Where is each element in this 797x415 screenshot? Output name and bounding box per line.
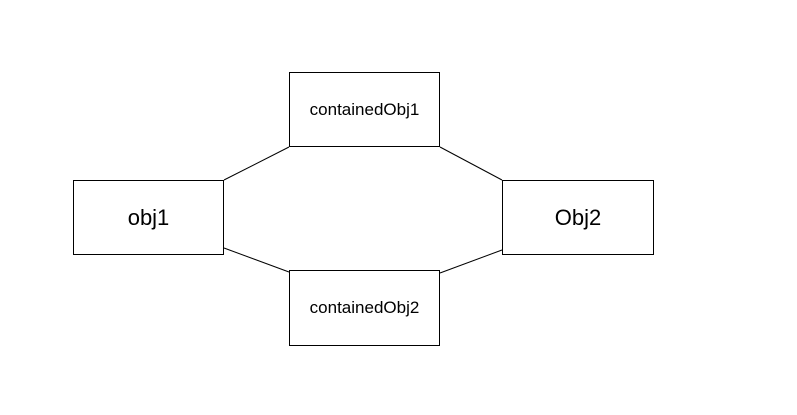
node-label: Obj2 [554, 204, 602, 230]
edge-obj1-containedObj2 [223, 247, 290, 273]
edge-containedObj1-obj2 [439, 146, 503, 181]
node-label: containedObj1 [309, 99, 420, 119]
node-obj2[interactable]: Obj2 [502, 180, 654, 255]
node-label: containedObj2 [309, 298, 420, 317]
edge-containedObj2-obj2 [439, 249, 503, 274]
node-containedObj2[interactable]: containedObj2 [289, 270, 440, 346]
node-containedObj1[interactable]: containedObj1 [289, 72, 440, 147]
edge-obj1-containedObj1 [223, 146, 290, 181]
node-obj1[interactable]: obj1 [73, 180, 224, 255]
node-label: obj1 [127, 204, 170, 230]
